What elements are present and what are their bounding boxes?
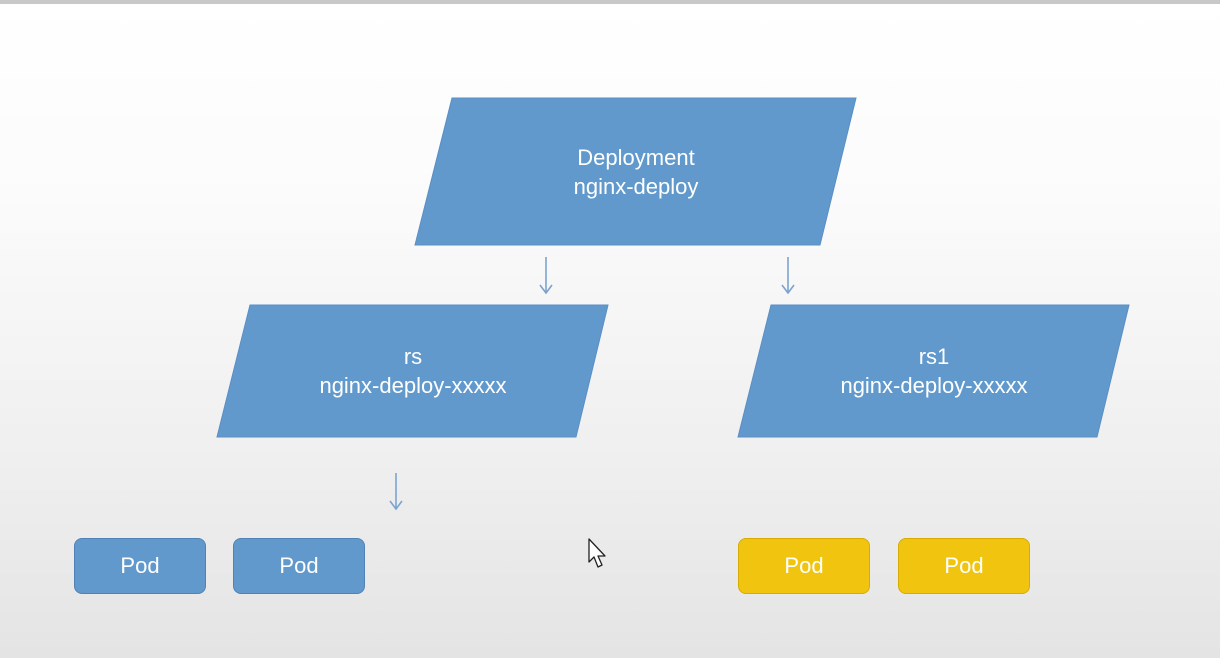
replicaset-rs-label: rs nginx-deploy-xxxxx [250, 305, 576, 437]
deployment-kind: Deployment [577, 144, 695, 170]
pod-rs-2: Pod [233, 538, 365, 594]
arrow-down-icon [389, 473, 403, 511]
pod-label: Pod [279, 553, 319, 578]
pod-rs1-1: Pod [738, 538, 870, 594]
arrow-down-icon [539, 257, 553, 295]
pod-rs1-2: Pod [898, 538, 1030, 594]
mouse-cursor-icon [588, 538, 606, 568]
top-border [0, 0, 1220, 4]
replicaset-rs1-name: nginx-deploy-xxxxx [840, 373, 1028, 398]
deployment-label: Deployment nginx-deploy [452, 98, 820, 245]
replicaset-rs-name: nginx-deploy-xxxxx [319, 373, 507, 398]
pod-rs-1: Pod [74, 538, 206, 594]
pod-label: Pod [784, 553, 824, 578]
pod-label: Pod [944, 553, 984, 578]
deployment-name: nginx-deploy [573, 173, 699, 199]
replicaset-rs-kind: rs [403, 344, 423, 369]
replicaset-rs1-kind: rs1 [918, 344, 950, 369]
arrow-down-icon [781, 257, 795, 295]
replicaset-rs1-label: rs1 nginx-deploy-xxxxx [771, 305, 1097, 437]
pod-label: Pod [120, 553, 160, 578]
